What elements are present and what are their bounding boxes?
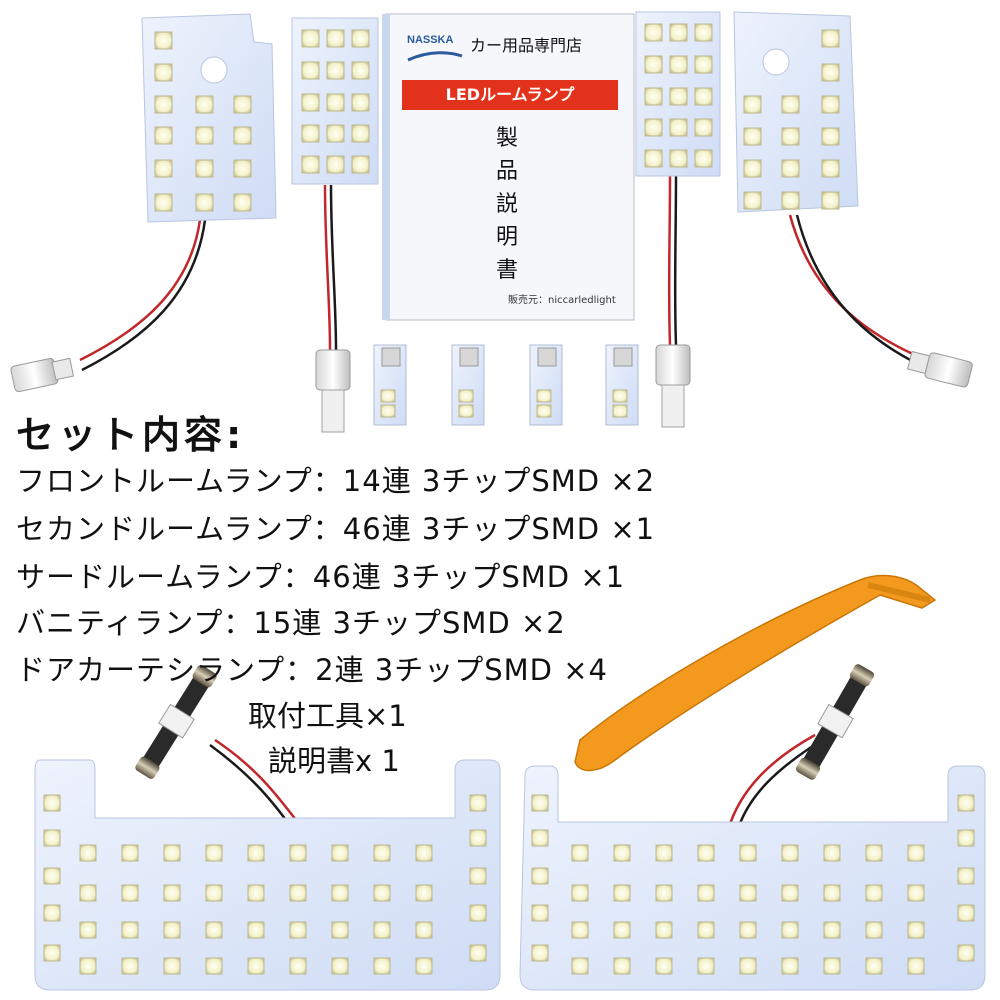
manual-banner: LEDルームランプ [402, 80, 618, 110]
courtesy-bulb-2 [451, 344, 485, 426]
spec-third-lamp: サードルームランプ：46連 3チップSMD ×1 [16, 560, 626, 594]
instruction-manual [382, 13, 635, 321]
festoon-bulb-right [795, 664, 875, 780]
t10-socket-vanity-left [315, 349, 351, 433]
t10-socket-vanity-right [655, 344, 691, 428]
spec-manual: 説明書x 1 [268, 744, 400, 778]
wire-front-right [788, 214, 919, 366]
led-grid [154, 31, 252, 212]
spec-tool: 取付工具×1 [248, 699, 407, 733]
spec-vanity-lamp: バニティランプ：15連 3チップSMD ×2 [16, 606, 566, 640]
vanity-lamp-board-left [291, 17, 379, 185]
spec-courtesy-lamp: ドアカーテシランプ：2連 3チップSMD ×4 [16, 653, 608, 687]
wire-vanity-right [667, 171, 678, 346]
led-grid-second-row [43, 794, 487, 975]
courtesy-bulb-4 [605, 344, 639, 426]
manual-shop-label: カー用品専門店 [470, 36, 583, 55]
front-lamp-board-left [141, 13, 277, 223]
manual-seller: 販売元：niccarledlight [508, 295, 616, 306]
second-row-lamp-board [34, 759, 501, 991]
t10-socket-right [907, 350, 973, 388]
spec-second-lamp: セカンドルームランプ：46連 3チップSMD ×1 [16, 512, 656, 546]
manual-brand: NASSKA [407, 34, 454, 46]
manual-title: 製品説明書 [495, 126, 518, 283]
courtesy-bulb-3 [529, 344, 563, 426]
wire-third-row [726, 733, 823, 833]
wire-front-left [79, 219, 207, 372]
wire-vanity-left [323, 184, 338, 351]
courtesy-bulb-1 [373, 344, 407, 426]
festoon-bulb-left [135, 665, 217, 779]
t10-socket-left [10, 357, 75, 393]
third-row-lamp-board [519, 765, 986, 991]
spec-front-lamp: フロントルームランプ：14連 3チップSMD ×2 [16, 464, 656, 498]
set-contents-heading: セット内容: [16, 413, 246, 457]
vanity-lamp-board-right [635, 11, 721, 177]
front-lamp-board-right [733, 11, 859, 213]
removal-tool [574, 574, 937, 772]
